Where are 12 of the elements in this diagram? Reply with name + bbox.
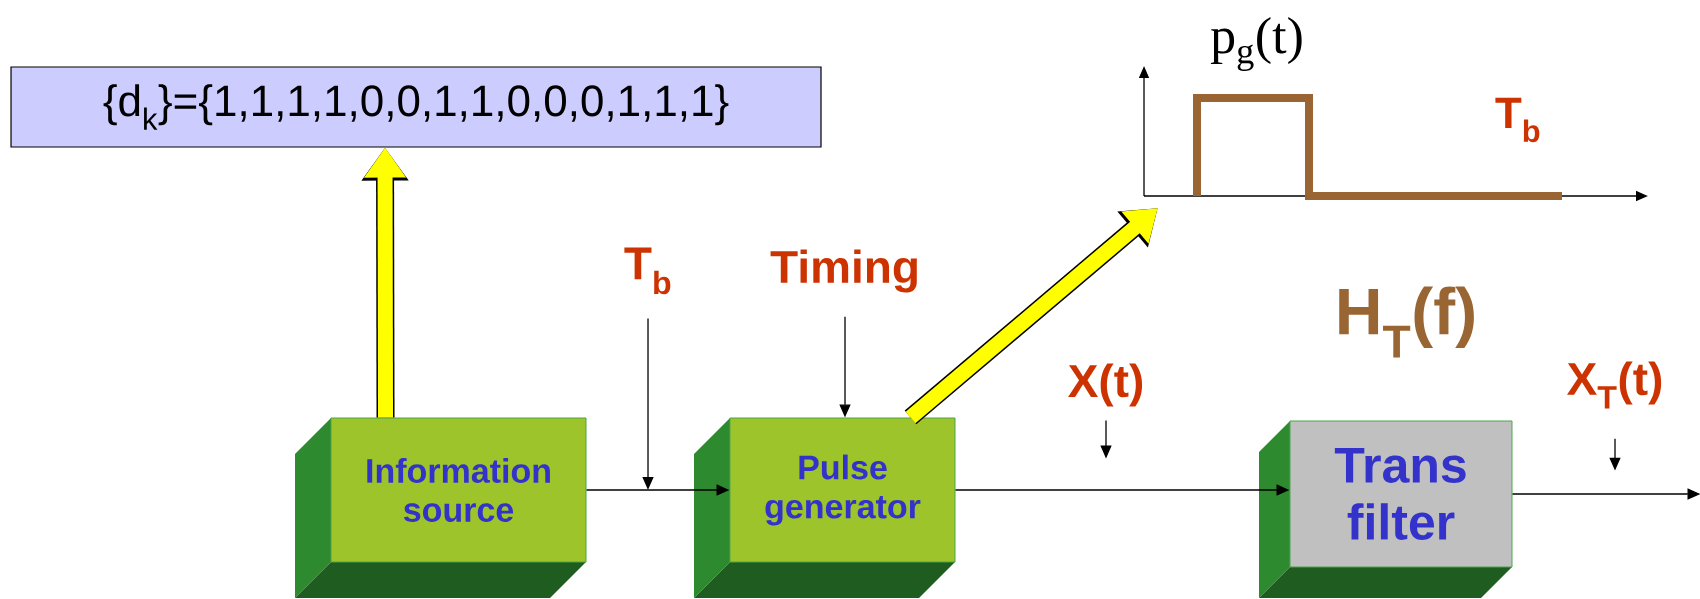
signal-label: T$_{b}$ (624, 247, 671, 295)
arrow (1511, 488, 1700, 500)
signal-label: X$_{T}$(t) (1567, 361, 1662, 409)
block-box: Pulse generator (694, 417, 956, 598)
block-box: Trans filter (1259, 420, 1513, 598)
period-label: T$_{b}$ (1495, 97, 1540, 143)
function-label: p$_{g}$(t) (1210, 16, 1302, 71)
transfer-function-label: H$_{T}$(f) (1339, 286, 1474, 358)
block-box: Information source (295, 417, 587, 598)
sequence-box: {d$_{k}$}={1,1,1,1,0,0,1,1,0,0,0,1,1,1} (10, 66, 822, 148)
signal-label: Timing (770, 249, 917, 293)
signal-label: X(t) (1068, 363, 1143, 407)
